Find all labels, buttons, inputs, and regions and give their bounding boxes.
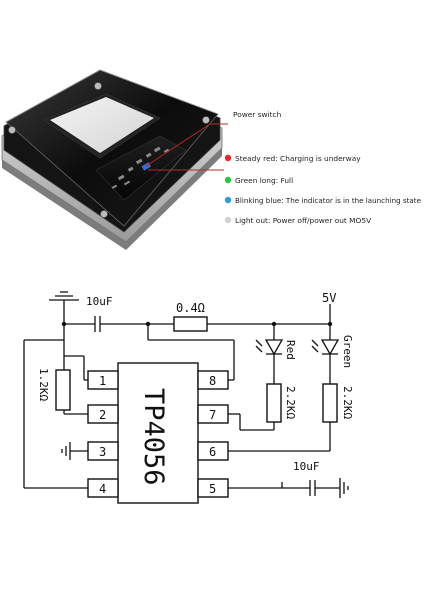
screw-icon [8, 126, 16, 134]
green-led [311, 339, 340, 356]
legend-text-off: Light out: Power off/power out MO5V [235, 216, 371, 225]
pin-7-label: 7 [209, 408, 216, 422]
green-led-label: Green [341, 335, 354, 368]
circuit-board [95, 135, 187, 201]
resistor-1.2k [55, 369, 71, 411]
resistor-0.4ohm [173, 316, 208, 332]
screen [50, 97, 154, 153]
screws [8, 82, 210, 218]
screw-icon [94, 82, 102, 90]
legend-text-blue: Blinking blue: The indicator is in the l… [235, 196, 421, 205]
chip-label: TP4056 [138, 388, 169, 486]
pin-6-label: 6 [209, 445, 216, 459]
red-led-label: Red [284, 340, 297, 360]
legend-dot-red [224, 154, 232, 162]
res-top-label: 0.4Ω [176, 301, 205, 315]
cap-top-label: 10uF [86, 295, 113, 308]
pin-8-label: 8 [209, 374, 216, 388]
ground-icon [49, 291, 79, 301]
right-pins: 8 7 6 5 [197, 370, 229, 498]
pin-2-label: 2 [99, 408, 106, 422]
lid-highlight [5, 69, 219, 123]
power-switch-callout-line [145, 123, 228, 167]
legend-dot-off [224, 216, 232, 224]
ground-icon [339, 478, 349, 498]
legend-dot-green [224, 176, 232, 184]
res-green-label: 2.2KΩ [341, 386, 354, 419]
res-red-label: 2.2KΩ [284, 386, 297, 419]
cap-bottom-label: 10uF [293, 460, 320, 473]
device-base-edge [2, 148, 222, 250]
capacitor-top [94, 316, 101, 332]
res-left-label: 1.2KΩ [37, 368, 50, 401]
resistor-red-2.2k [266, 383, 282, 423]
pin-5-label: 5 [209, 482, 216, 496]
capacitor-bottom [309, 480, 316, 496]
schematic: 10uF 0.4Ω 5V 1.2KΩ [23, 291, 354, 504]
legend-text-red: Steady red: Charging is underway [235, 154, 361, 163]
supply-label: 5V [322, 291, 336, 305]
screw-icon [100, 210, 108, 218]
pin-4-label: 4 [99, 482, 106, 496]
pin-1-label: 1 [99, 374, 106, 388]
led-legend: Steady red: Charging is underway Green l… [224, 154, 421, 225]
legend-dot-blue [224, 196, 232, 204]
tp4056-chip [117, 362, 199, 504]
pin-3-label: 3 [99, 445, 106, 459]
screw-icon [202, 116, 210, 124]
left-pins: 1 2 3 4 [87, 370, 119, 498]
ground-icon [61, 442, 71, 460]
power-switch-label: Power switch [233, 110, 282, 119]
legend-text-green: Green long: Full [235, 176, 293, 185]
red-led [255, 339, 284, 356]
resistor-green-2.2k [322, 383, 338, 423]
board-components [111, 146, 170, 189]
device-photo [1, 69, 223, 250]
